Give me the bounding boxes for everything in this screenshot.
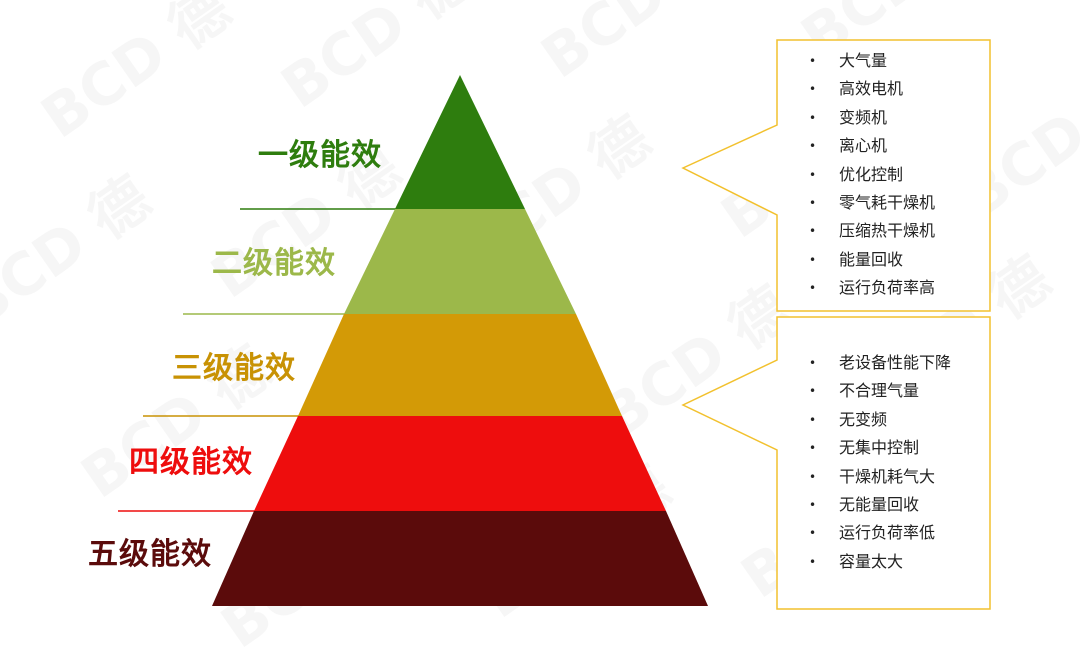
lower-callout-box <box>681 316 991 610</box>
level-label-1: 一级能效 <box>258 138 382 173</box>
level-label-4: 四级能效 <box>129 445 253 480</box>
watermark-text: BCD 德 <box>29 0 243 151</box>
pyramid-tier-4 <box>254 416 666 511</box>
list-item: •运行负荷率低 <box>809 523 936 543</box>
level-label-5: 五级能效 <box>88 537 212 572</box>
list-item: •容量太大 <box>809 551 904 571</box>
pyramid-tier-5 <box>212 511 708 606</box>
list-item: •运行负荷率高 <box>809 278 936 298</box>
list-item: •离心机 <box>809 136 888 156</box>
list-item: •无集中控制 <box>809 438 920 458</box>
callout-boxes <box>681 39 991 610</box>
list-item: •老设备性能下降 <box>809 353 952 372</box>
guide-lines <box>118 208 400 512</box>
list-item: •大气量 <box>809 51 888 70</box>
pyramid-tier-3 <box>298 314 622 416</box>
level-label-2: 二级能效 <box>212 246 336 281</box>
list-item: •变频机 <box>809 107 888 127</box>
list-item: •能量回收 <box>809 249 904 269</box>
level-label-3: 三级能效 <box>172 351 296 386</box>
pyramid-tier-1 <box>395 75 525 209</box>
list-item: •压缩热干燥机 <box>809 221 936 241</box>
list-item: •干燥机耗气大 <box>809 466 936 486</box>
list-item: •不合理气量 <box>809 381 920 401</box>
list-item: •高效电机 <box>809 79 904 99</box>
list-item: •零气耗干燥机 <box>809 193 936 213</box>
list-item: •优化控制 <box>809 164 904 184</box>
pyramid-tiers <box>212 75 708 606</box>
lower-callout-list: •老设备性能下降 •不合理气量 •无变频 •无集中控制 •干燥机耗气大 •无能量… <box>783 349 951 576</box>
upper-callout-list: •大气量 •高效电机 •变频机 •离心机 •优化控制 •零气耗干燥机 •压缩热干… <box>783 47 935 303</box>
watermark-text: BCD 德 <box>0 164 163 342</box>
watermark-text: BCD 德 <box>529 0 743 91</box>
list-item: •无能量回收 <box>809 495 920 515</box>
pyramid-tier-2 <box>344 209 576 314</box>
upper-callout-box <box>681 39 991 312</box>
list-item: •无变频 <box>809 409 888 429</box>
